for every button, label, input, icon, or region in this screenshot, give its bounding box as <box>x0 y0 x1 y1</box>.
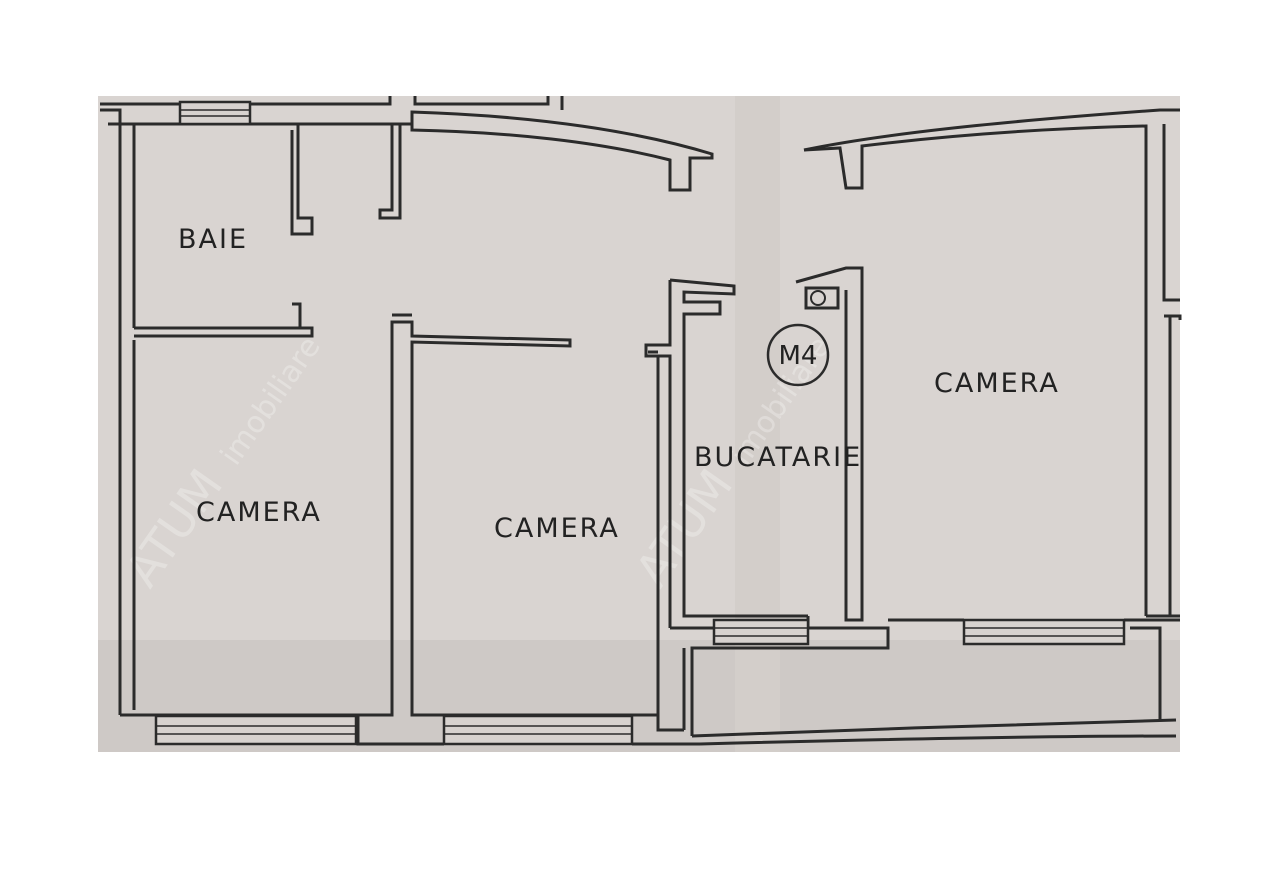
window-kitchen <box>712 618 810 646</box>
windows <box>154 100 1126 746</box>
room-label-baie: BAIE <box>178 224 248 255</box>
room-label-bucatarie: BUCATARIE <box>694 442 862 473</box>
walls <box>100 96 1182 746</box>
room-label-camera-middle: CAMERA <box>494 513 620 544</box>
window-right-room <box>962 618 1126 646</box>
window-top-baie <box>178 100 252 126</box>
chimney-icon <box>810 290 826 306</box>
window-bottom-left <box>154 714 358 746</box>
window-bottom-middle <box>442 714 634 746</box>
apartment-badge: M4 <box>766 323 830 387</box>
badge-label: M4 <box>779 341 818 371</box>
room-label-camera-left: CAMERA <box>196 497 322 528</box>
room-label-camera-right: CAMERA <box>934 368 1060 399</box>
